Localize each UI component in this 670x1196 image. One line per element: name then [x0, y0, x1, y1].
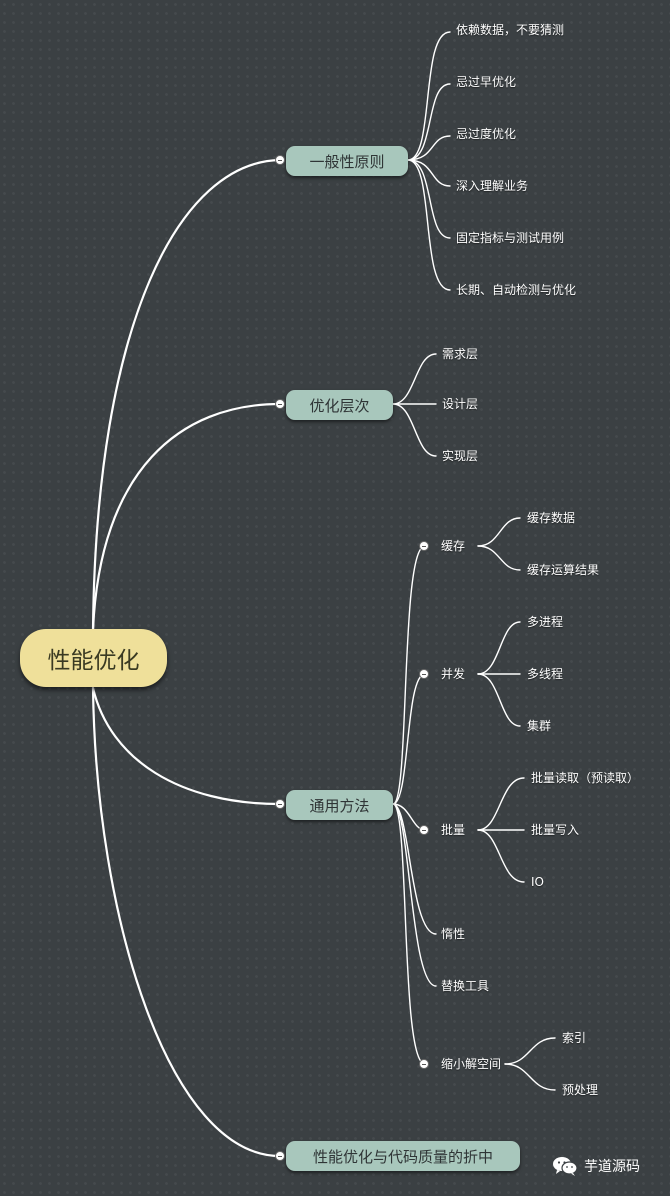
node-rely-on-data[interactable]: 依赖数据，不要猜测: [456, 23, 565, 37]
collapse-toggle-icon[interactable]: [275, 155, 285, 165]
watermark: 芋道源码: [552, 1156, 640, 1176]
root-topic[interactable]: 性能优化: [20, 629, 167, 687]
node-long-term-auto-detection[interactable]: 长期、自动检测与优化: [456, 283, 577, 297]
node-cache-data[interactable]: 缓存数据: [527, 511, 576, 525]
node-cache-results[interactable]: 缓存运算结果: [527, 563, 600, 577]
collapse-toggle-icon[interactable]: [419, 1059, 429, 1069]
node-batch-read[interactable]: 批量读取（预读取）: [531, 771, 640, 785]
watermark-text: 芋道源码: [584, 1159, 640, 1175]
node-cluster[interactable]: 集群: [527, 719, 552, 733]
connector-root-levels: [91, 402, 282, 632]
connector-root-principles: [91, 158, 282, 632]
node-implementation-layer[interactable]: 实现层: [442, 449, 479, 463]
node-batch-write[interactable]: 批量写入: [531, 823, 580, 837]
node-preprocessing[interactable]: 预处理: [562, 1083, 599, 1097]
node-index[interactable]: 索引: [562, 1031, 587, 1045]
node-avoid-premature-optimization[interactable]: 忌过早优化: [456, 75, 517, 89]
node-design-layer[interactable]: 设计层: [442, 397, 479, 411]
node-understand-business[interactable]: 深入理解业务: [456, 179, 529, 193]
node-requirements-layer[interactable]: 需求层: [442, 347, 479, 361]
topic-optimization-levels[interactable]: 优化层次: [286, 390, 393, 420]
collapse-toggle-icon[interactable]: [275, 799, 285, 809]
connector-root-methods: [91, 686, 282, 806]
node-avoid-over-optimization[interactable]: 忌过度优化: [456, 127, 517, 141]
collapse-toggle-icon[interactable]: [275, 399, 285, 409]
node-replace-tools[interactable]: 替换工具: [441, 979, 490, 993]
node-concurrency[interactable]: 并发: [441, 667, 466, 681]
topic-performance-quality-tradeoff[interactable]: 性能优化与代码质量的折中: [286, 1141, 520, 1171]
node-io[interactable]: IO: [531, 875, 544, 889]
collapse-toggle-icon[interactable]: [419, 825, 429, 835]
collapse-toggle-icon[interactable]: [419, 669, 429, 679]
node-shrink-solution-space[interactable]: 缩小解空间: [441, 1057, 502, 1071]
node-batch[interactable]: 批量: [441, 823, 466, 837]
connector-root-tradeoff: [91, 686, 282, 1158]
topic-general-methods[interactable]: 通用方法: [286, 790, 393, 820]
topic-general-principles[interactable]: 一般性原则: [286, 146, 408, 176]
node-multi-process[interactable]: 多进程: [527, 615, 564, 629]
node-lazy[interactable]: 惰性: [441, 927, 466, 941]
collapse-toggle-icon[interactable]: [419, 541, 429, 551]
collapse-toggle-icon[interactable]: [275, 1151, 285, 1161]
node-cache[interactable]: 缓存: [441, 539, 466, 553]
node-multi-thread[interactable]: 多线程: [527, 667, 564, 681]
wechat-icon: [553, 1157, 578, 1176]
node-fixed-metrics-tests[interactable]: 固定指标与测试用例: [456, 231, 565, 245]
